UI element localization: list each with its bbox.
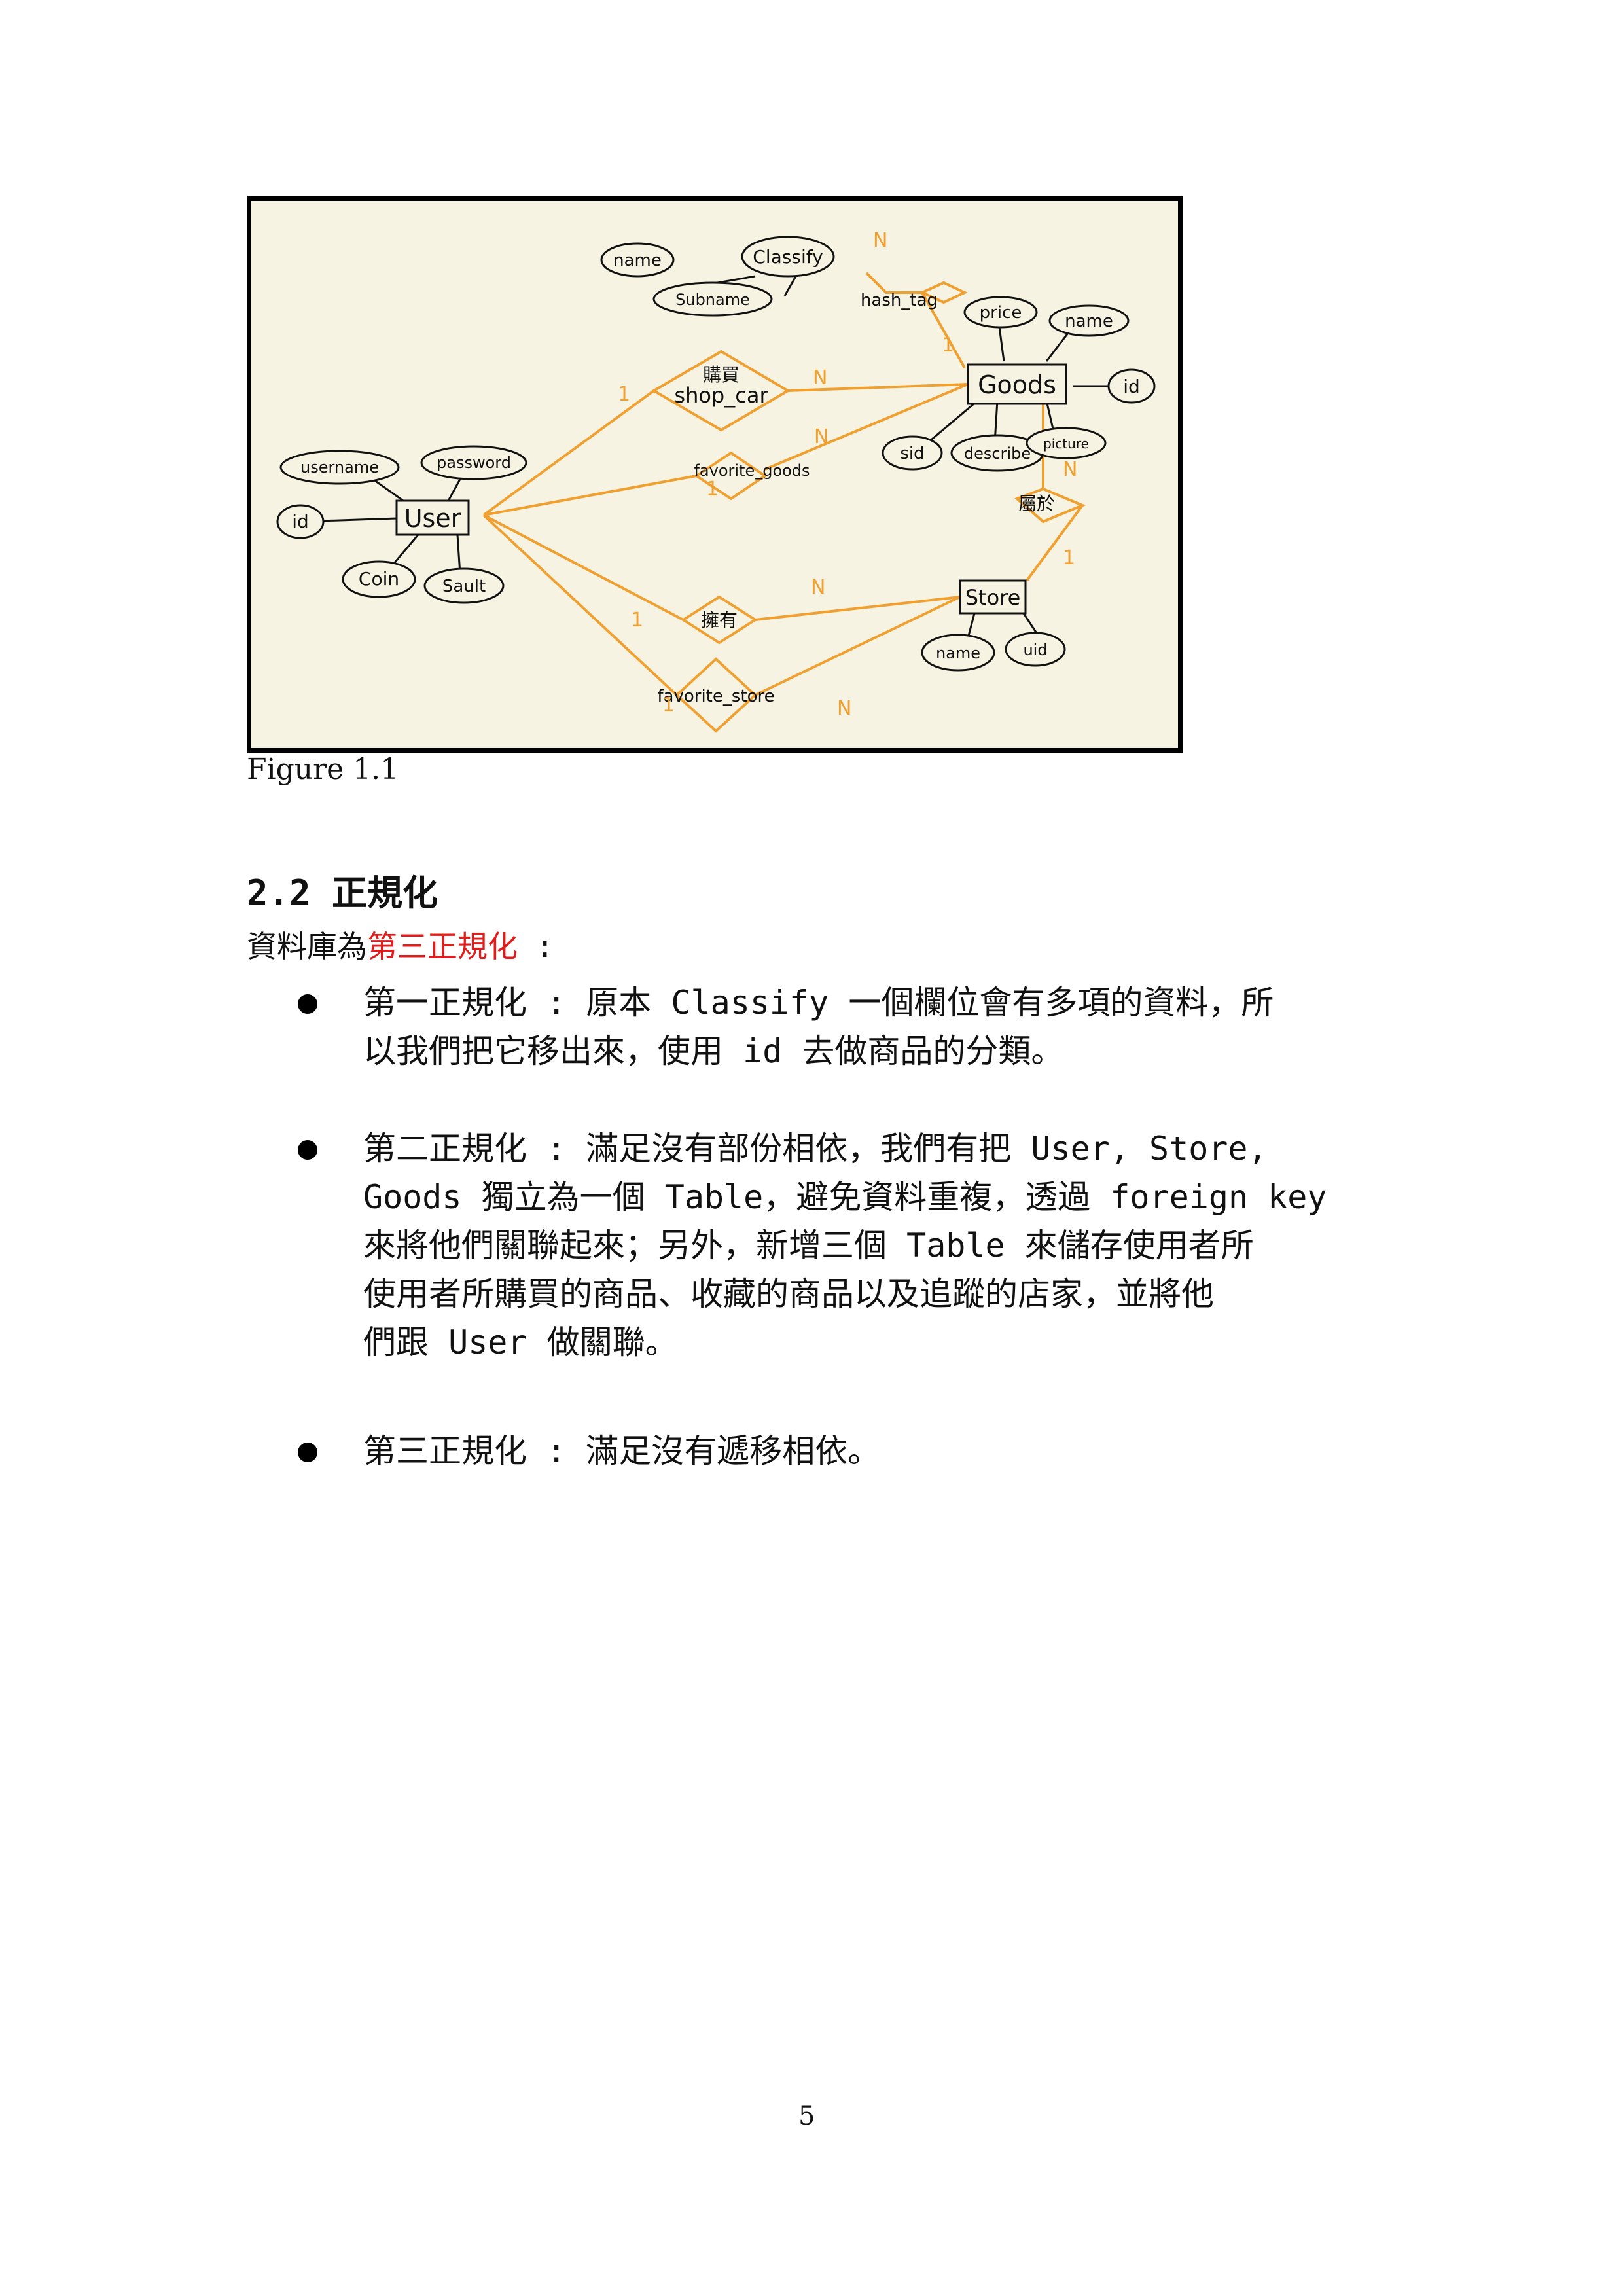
cardinality-label: 1 xyxy=(942,334,954,357)
attr-describe: describe xyxy=(964,444,1031,463)
bullet-dot xyxy=(298,1140,317,1160)
cardinality-label: 1 xyxy=(618,383,630,406)
bullet-text: 第二正規化 : 滿足沒有部份相依，我們有把 User, Store, Goods… xyxy=(363,1124,1384,1367)
cardinality-labels: 1 N 1 N 1 N 1 N N 1 N 1 xyxy=(618,229,1077,720)
bullet-text: 第三正規化 : 滿足沒有遞移相依。 xyxy=(363,1427,1384,1475)
section-intro: 資料庫為第三正規化 : xyxy=(247,923,554,966)
relationship-lines xyxy=(482,272,1084,696)
cardinality-label: N xyxy=(814,425,829,448)
cardinality-label: 1 xyxy=(631,609,643,632)
relationship-hash-tag-label: hash_tag xyxy=(861,291,938,310)
entity-store: Store xyxy=(965,585,1021,610)
er-diagram-figure: User Goods Store Classify 購買 shop_car fa… xyxy=(247,196,1183,753)
bullet-dot xyxy=(298,1443,317,1462)
entity-goods: Goods xyxy=(978,370,1056,399)
relationship-favorite-store-label: favorite_store xyxy=(657,687,774,706)
cardinality-label: 1 xyxy=(1063,547,1075,569)
bullet-line: 第二正規化 : 滿足沒有部份相依，我們有把 User, Store, xyxy=(363,1130,1268,1168)
attr-password: password xyxy=(437,454,511,472)
relationship-shop-car-label: shop_car xyxy=(674,383,768,408)
cardinality-label: 1 xyxy=(662,694,675,717)
bullet-dot xyxy=(298,994,317,1014)
bullet-line: 使用者所購買的商品、收藏的商品以及追蹤的店家，並將他 xyxy=(363,1275,1214,1313)
attr-goods-name: name xyxy=(1065,312,1113,331)
relationship-diamonds xyxy=(651,281,1086,733)
bullet-line: 們跟 User 做關聯。 xyxy=(363,1323,678,1361)
cardinality-label: N xyxy=(873,229,887,252)
bullet-line: 第三正規化 : 滿足沒有遞移相依。 xyxy=(363,1432,881,1470)
bullet-line: 第一正規化 : 原本 Classify 一個欄位會有多項的資料，所 xyxy=(363,984,1274,1022)
cardinality-label: N xyxy=(837,697,851,720)
cardinality-label: N xyxy=(813,367,827,389)
bullet-line: 來將他們關聯起來；另外，新增三個 Table 來儲存使用者所 xyxy=(363,1227,1254,1265)
attr-price: price xyxy=(980,303,1022,323)
relationship-favorite-goods-label: favorite_goods xyxy=(694,461,810,480)
bullet-line: Goods 獨立為一個 Table，避免資料重複，透過 foreign key xyxy=(363,1178,1327,1216)
cardinality-label: N xyxy=(1063,458,1077,481)
relationship-buy-label: 購買 xyxy=(703,364,740,386)
relationship-own-label: 擁有 xyxy=(701,609,738,631)
attr-sid: sid xyxy=(900,444,924,463)
attribute-labels: username password id Coin Sault price na… xyxy=(292,251,1140,662)
cardinality-label: N xyxy=(811,576,825,599)
attr-user-id: id xyxy=(292,511,309,532)
cardinality-label: 1 xyxy=(706,478,719,501)
relationship-belong-label: 屬於 xyxy=(1018,493,1055,514)
attr-store-name: name xyxy=(936,644,980,662)
attr-username: username xyxy=(300,458,379,476)
page-number: 5 xyxy=(798,2101,815,2131)
section-heading: 2.2 正規化 xyxy=(247,872,438,914)
attr-coin: Coin xyxy=(359,568,399,590)
bullet-line: 以我們把它移出來，使用 id 去做商品的分類。 xyxy=(363,1032,1064,1070)
attr-classify-name: name xyxy=(613,251,662,270)
entity-user: User xyxy=(404,504,461,533)
intro-suffix: : xyxy=(518,929,554,964)
bullet-text: 第一正規化 : 原本 Classify 一個欄位會有多項的資料，所 以我們把它移… xyxy=(363,978,1384,1075)
intro-highlight: 第三正規化 xyxy=(367,929,518,964)
entity-labels: User Goods Store Classify xyxy=(404,246,1056,610)
attr-goods-id: id xyxy=(1123,376,1140,397)
attr-picture: picture xyxy=(1043,436,1089,452)
attr-sault: Sault xyxy=(442,577,486,596)
entity-classify: Classify xyxy=(753,246,823,268)
entity-boxes xyxy=(395,363,1067,615)
intro-prefix: 資料庫為 xyxy=(247,929,367,964)
figure-caption: Figure 1.1 xyxy=(247,753,399,786)
relationship-labels: 購買 shop_car favorite_goods 擁有 favorite_s… xyxy=(657,291,1055,706)
er-diagram: User Goods Store Classify 購買 shop_car fa… xyxy=(276,229,1156,733)
attribute-ellipses xyxy=(276,236,1156,672)
attr-uid: uid xyxy=(1023,641,1047,659)
attr-subname: Subname xyxy=(675,291,750,309)
